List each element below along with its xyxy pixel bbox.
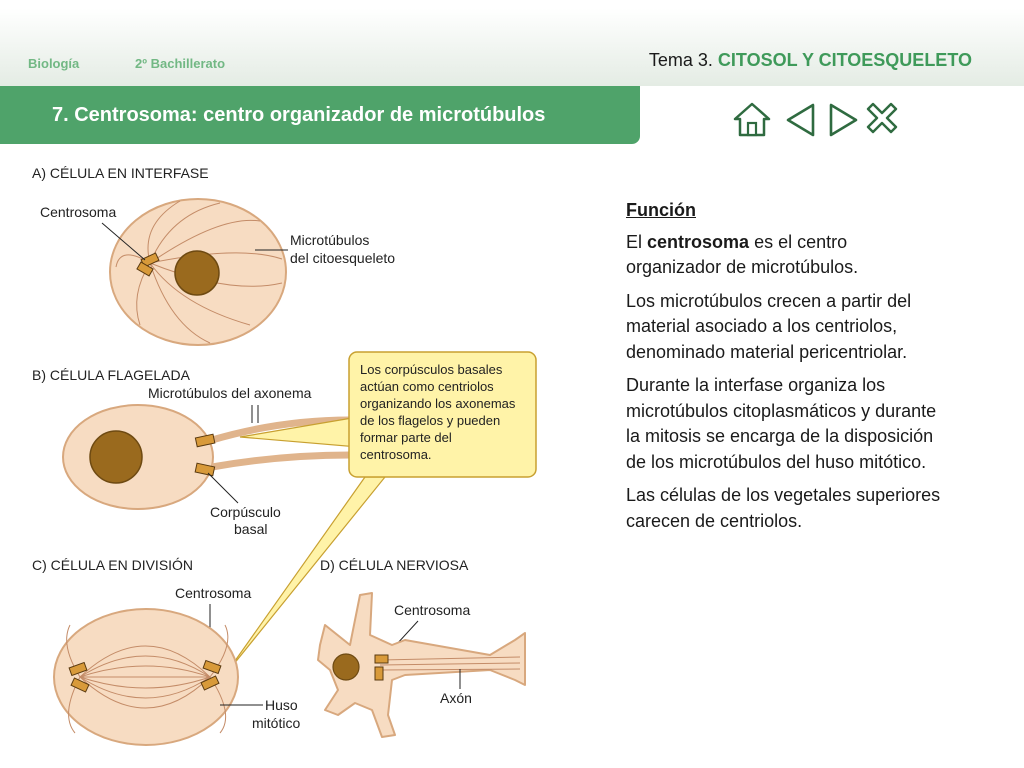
close-button[interactable] [862,100,906,140]
previous-button[interactable] [782,100,826,140]
interphase-cell [109,198,287,346]
paragraph-2: Los microtúbulos crecen a partir del mat… [626,290,912,362]
callout-line-2: actúan como centriolos [360,379,494,394]
panel-a-centrosome-label: Centrosoma [40,204,116,220]
next-button[interactable] [822,100,866,140]
callout-line-6: centrosoma. [360,447,432,462]
paragraph-1-bold: centrosoma [647,231,750,252]
panel-b-axoneme-label: Microtúbulos del axonema [148,385,312,401]
slide-title-bar: 7. Centrosoma: centro organizador de mic… [0,86,640,144]
panel-a-label: A) CÉLULA EN INTERFASE [32,165,209,181]
course-label: 2º Bachillerato [135,56,226,71]
panel-c-spindle-label-1: Huso [265,697,298,713]
paragraph-1: El centrosoma es el centro organizador d… [626,230,946,281]
paragraph-1-pre: El [626,231,648,252]
home-button[interactable] [732,100,776,140]
panel-c-centrosome-label: Centrosoma [175,585,251,601]
panel-b-basal-label-1: Corpúsculo [210,504,281,520]
paragraph-4: Las células de los vegetales superiores … [626,485,941,531]
triangle-right-icon [829,103,858,137]
callout-box: Los corpúsculos basales actúan como cent… [224,351,537,676]
panel-a-microtubules-label-1: Microtúbulos [290,232,369,248]
topic-prefix: Tema 3. [648,50,713,70]
subject-label: Biología [28,56,80,71]
home-icon [733,102,771,137]
slide-title: 7. Centrosoma: centro organizador de mic… [52,104,546,126]
function-text: Función El centrosoma es el centro organ… [626,198,946,542]
function-heading: Función [626,200,696,220]
dividing-cell [53,608,239,746]
panel-d-axon-label: Axón [440,690,472,706]
callout-line-4: de los flagelos y pueden [360,413,500,428]
triangle-left-icon [786,103,815,137]
topic-name: CITOSOL Y CITOESQUELETO [717,50,972,70]
x-close-icon [866,102,898,134]
callout-line-1: Los corpúsculos basales [360,362,503,377]
panel-b-label: B) CÉLULA FLAGELADA [32,367,191,383]
panel-d-label: D) CÉLULA NERVIOSA [320,557,469,573]
panel-c-label: C) CÉLULA EN DIVISIÓN [32,557,193,573]
nerve-cell [317,592,526,738]
panel-d-centrosome-label: Centrosoma [394,602,470,618]
panel-b-basal-label-2: basal [234,521,267,537]
header-band [0,0,1024,86]
centrosome-figure: A) CÉLULA EN INTERFASE Centrosoma Microt… [32,165,537,746]
topic-title: Tema 3. CITOSOL Y CITOESQUELETO [649,50,972,71]
flagellated-cell [62,404,351,510]
paragraph-1-post: es el centro organizador de microtúbulos… [626,231,859,278]
panel-a-microtubules-label-2: del citoesqueleto [290,250,395,266]
callout-line-3: organizando los axonemas [360,396,516,411]
paragraph-3: Durante la interfase organiza los microt… [626,375,937,472]
panel-c-spindle-label-2: mitótico [252,715,300,731]
callout-line-5: formar parte del [360,430,452,445]
